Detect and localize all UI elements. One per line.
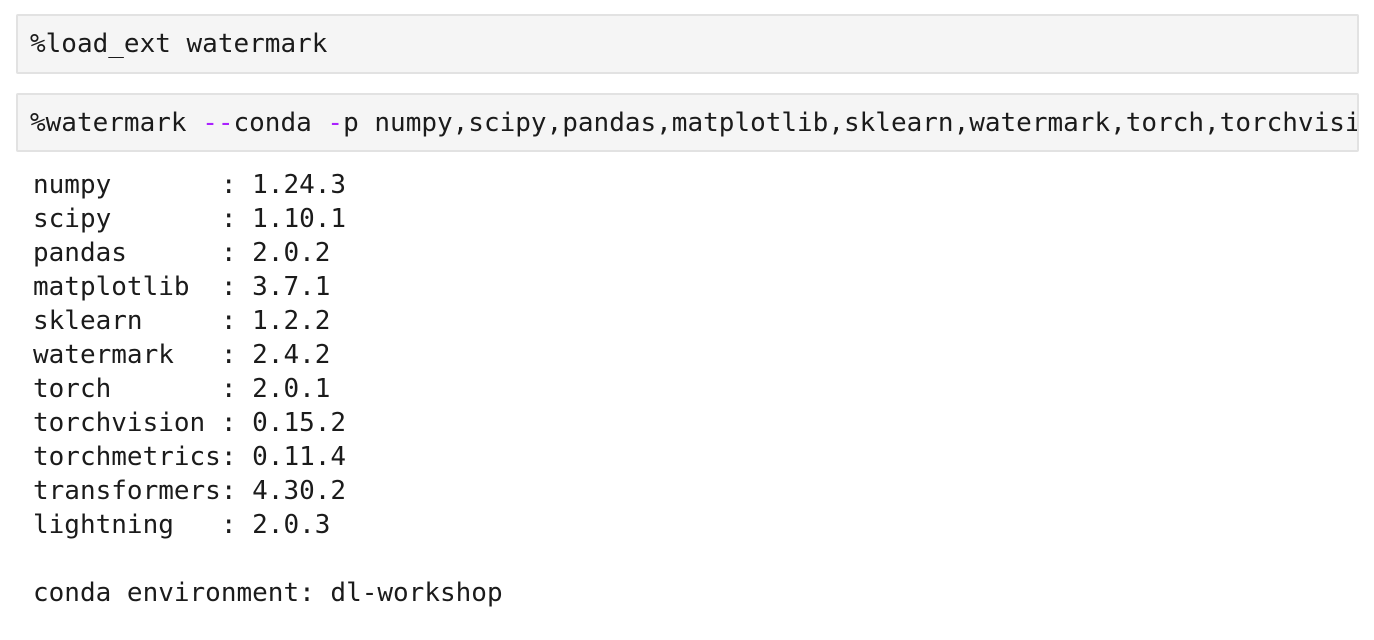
code-token: p xyxy=(343,107,375,138)
output-line-conda-env: conda environment: dl-workshop xyxy=(33,578,503,608)
output-blank-line xyxy=(33,542,1374,576)
output-line-package: torchvision : 0.15.2 xyxy=(33,408,347,438)
output-line-package: pandas : 2.0.2 xyxy=(33,238,331,268)
code-text-load-ext: %load_ext watermark xyxy=(30,29,328,59)
output-line-package: torchmetrics: 0.11.4 xyxy=(33,442,347,472)
output-line-package: transformers: 4.30.2 xyxy=(33,476,347,506)
code-cell-watermark[interactable]: %watermark --conda -p numpy,scipy,pandas… xyxy=(16,93,1359,152)
output-line-package: sklearn : 1.2.2 xyxy=(33,306,331,336)
output-line-package: torch : 2.0.1 xyxy=(33,374,331,404)
code-text-watermark: %watermark --conda -p numpy,scipy,pandas… xyxy=(30,106,1359,140)
output-line-package: watermark : 2.4.2 xyxy=(33,340,331,370)
operator-token: -- xyxy=(202,107,234,138)
output-line-package: scipy : 1.10.1 xyxy=(33,204,347,234)
watermark-output: numpy : 1.24.3 scipy : 1.10.1 pandas : 2.0… xyxy=(33,168,1374,610)
code-token: conda xyxy=(233,107,328,138)
output-line-package: matplotlib : 3.7.1 xyxy=(33,272,331,302)
output-line-package: lightning : 2.0.3 xyxy=(33,510,331,540)
code-token: numpy,scipy,pandas,matplotlib,sklearn,wa… xyxy=(374,107,1359,138)
code-token: %watermark xyxy=(30,107,203,138)
operator-token: - xyxy=(327,107,344,138)
code-cell-load-ext[interactable]: %load_ext watermark xyxy=(16,14,1359,74)
output-line-package: numpy : 1.24.3 xyxy=(33,170,347,200)
